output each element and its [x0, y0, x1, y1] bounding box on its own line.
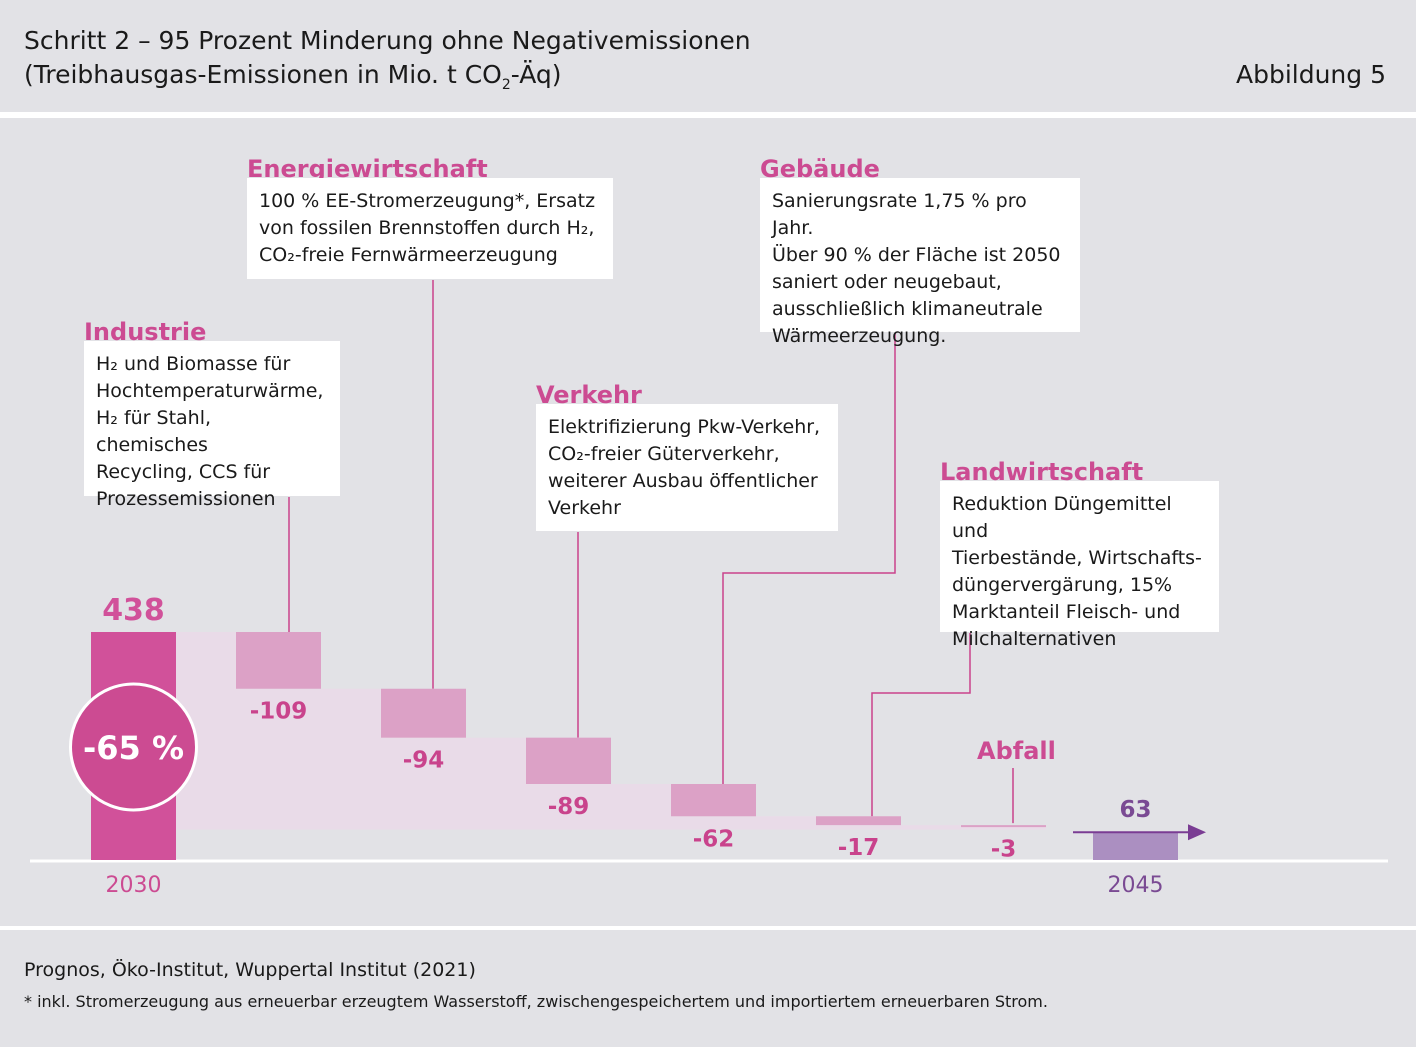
connector-landwirtschaft — [871, 633, 971, 817]
sector-box-gebaeude: Sanierungsrate 1,75 % pro Jahr. Über 90 … — [760, 178, 1080, 347]
bar-landwirtschaft — [816, 816, 901, 826]
value-label-energiewirtschaft: -94 — [403, 748, 445, 774]
bar-gebäude — [671, 784, 756, 817]
bar-end-2045 — [1093, 832, 1178, 860]
value-label-landwirtschaft: -17 — [838, 835, 880, 861]
chart-subtitle: (Treibhausgas-Emissionen in Mio. t CO2-Ä… — [24, 58, 562, 102]
chart-title: Schritt 2 – 95 Prozent Minderung ohne Ne… — [24, 26, 751, 55]
trend-arrow-head — [1188, 824, 1206, 841]
subtitle-subscript: 2 — [501, 77, 511, 93]
x-tick-label-2030: 2030 — [106, 873, 162, 898]
header: Schritt 2 – 95 Prozent Minderung ohne Ne… — [0, 0, 1416, 112]
bar-industrie — [236, 632, 321, 689]
value-label-verkehr: -89 — [548, 794, 590, 820]
value-label-abfall: -3 — [991, 837, 1017, 863]
sector-box-landwirtschaft: Reduktion Düngemittel und Tierbestände, … — [940, 481, 1219, 650]
value-label-start: 438 — [102, 593, 165, 628]
sector-title-abfall: Abfall — [977, 737, 1056, 765]
bar-verkehr — [526, 737, 611, 784]
subtitle-text: (Treibhausgas-Emissionen in Mio. t CO — [24, 60, 502, 89]
connector-gebäude — [722, 333, 896, 784]
reduction-badge — [69, 682, 198, 812]
value-label-industrie: -109 — [250, 699, 308, 725]
sector-box-verkehr: Elektrifizierung Pkw-Verkehr, CO₂-freier… — [536, 404, 838, 531]
footnote: * inkl. Stromerzeugung aus erneuerbar er… — [24, 992, 1048, 1011]
subtitle-unit: -Äq) — [510, 60, 562, 89]
sector-box-energiewirtschaft: 100 % EE-Stromerzeugung*, Ersatz von fos… — [247, 178, 613, 279]
sector-box-industrie: H₂ und Biomasse für Hochtemperaturwärme,… — [84, 341, 340, 510]
value-label-end: 63 — [1119, 797, 1151, 823]
bar-abfall — [961, 825, 1046, 828]
reduction-badge-label: -65 % — [83, 729, 184, 767]
value-label-gebäude: -62 — [693, 826, 735, 852]
figure-label: Abbildung 5 — [1235, 60, 1386, 89]
source-note: Prognos, Öko-Institut, Wuppertal Institu… — [24, 959, 476, 981]
divider-top — [0, 112, 1416, 118]
reduction-band — [176, 632, 1046, 830]
divider-bottom — [0, 926, 1416, 930]
bar-energiewirtschaft — [381, 688, 466, 738]
x-tick-label-2045: 2045 — [1108, 873, 1164, 898]
